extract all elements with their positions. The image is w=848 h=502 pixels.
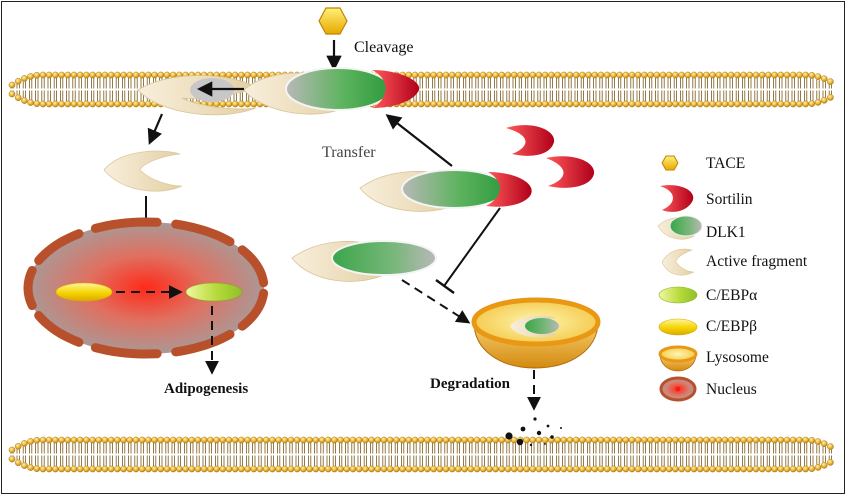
free-sortilin-1 <box>506 125 555 156</box>
release-arrow <box>147 113 164 145</box>
legend-label-dlk1: DLK1 <box>706 224 746 241</box>
membrane-dlk1-complex <box>137 67 420 116</box>
sortilin-crescent-icon <box>660 185 694 212</box>
transfer-arrow <box>385 114 453 167</box>
sortilin-inhibition-line <box>443 207 501 287</box>
lysosome-icon <box>658 345 698 372</box>
nuclear-envelope-segment <box>23 266 37 310</box>
lysosome <box>471 297 601 369</box>
adipogenesis-label: Adipogenesis <box>164 381 248 397</box>
degradation-path-arrow <box>401 279 471 324</box>
cebp-alpha-icon <box>658 286 698 304</box>
legend: TACE Sortilin DLK1 Active fragment C/EBP… <box>657 155 808 402</box>
nuclear-envelope <box>23 217 269 359</box>
dlk1-icon <box>657 215 703 240</box>
legend-label-lysosome: Lysosome <box>706 349 769 366</box>
legend-label-cebp-beta: C/EBPβ <box>706 318 757 335</box>
degraded-particles <box>505 417 562 447</box>
legend-label-cebp-alpha: C/EBPα <box>706 287 757 304</box>
degradation-label: Degradation <box>430 376 511 392</box>
nuclear-envelope-segment <box>34 311 84 347</box>
cell-membrane-bottom <box>8 436 834 473</box>
nuclear-envelope-segment <box>237 288 269 331</box>
tace-hexagon-icon <box>318 7 348 35</box>
active-fragment-icon <box>661 248 695 276</box>
cebp-alpha-nuclear <box>185 282 243 302</box>
nuclear-envelope-segment <box>90 217 162 233</box>
cebp-beta-icon <box>658 318 698 336</box>
legend-label-active-fragment: Active fragment <box>706 253 808 270</box>
free-sortilin-2 <box>546 156 595 188</box>
free-dlk1 <box>291 240 437 282</box>
cebp-beta-nuclear <box>55 282 113 302</box>
nucleus-icon <box>659 376 697 402</box>
nuclear-envelope-segment <box>171 219 235 247</box>
nuclear-envelope-segment <box>237 245 269 288</box>
nuclear-envelope-segment <box>171 329 235 357</box>
free-active-fragment <box>103 150 183 192</box>
legend-label-tace: TACE <box>706 155 745 172</box>
nuclear-envelope-segment <box>34 229 84 265</box>
nuclear-envelope-segment <box>90 343 162 359</box>
nucleus <box>23 217 269 359</box>
cleavage-label: Cleavage <box>354 39 414 56</box>
tace-hexagon-icon <box>661 155 679 171</box>
legend-label-nucleus: Nucleus <box>706 381 757 398</box>
cell-membrane-top <box>8 71 834 108</box>
dlk1-sortilin-complex <box>359 169 532 212</box>
transfer-label: Transfer <box>322 144 376 161</box>
legend-label-sortilin: Sortilin <box>706 191 753 208</box>
